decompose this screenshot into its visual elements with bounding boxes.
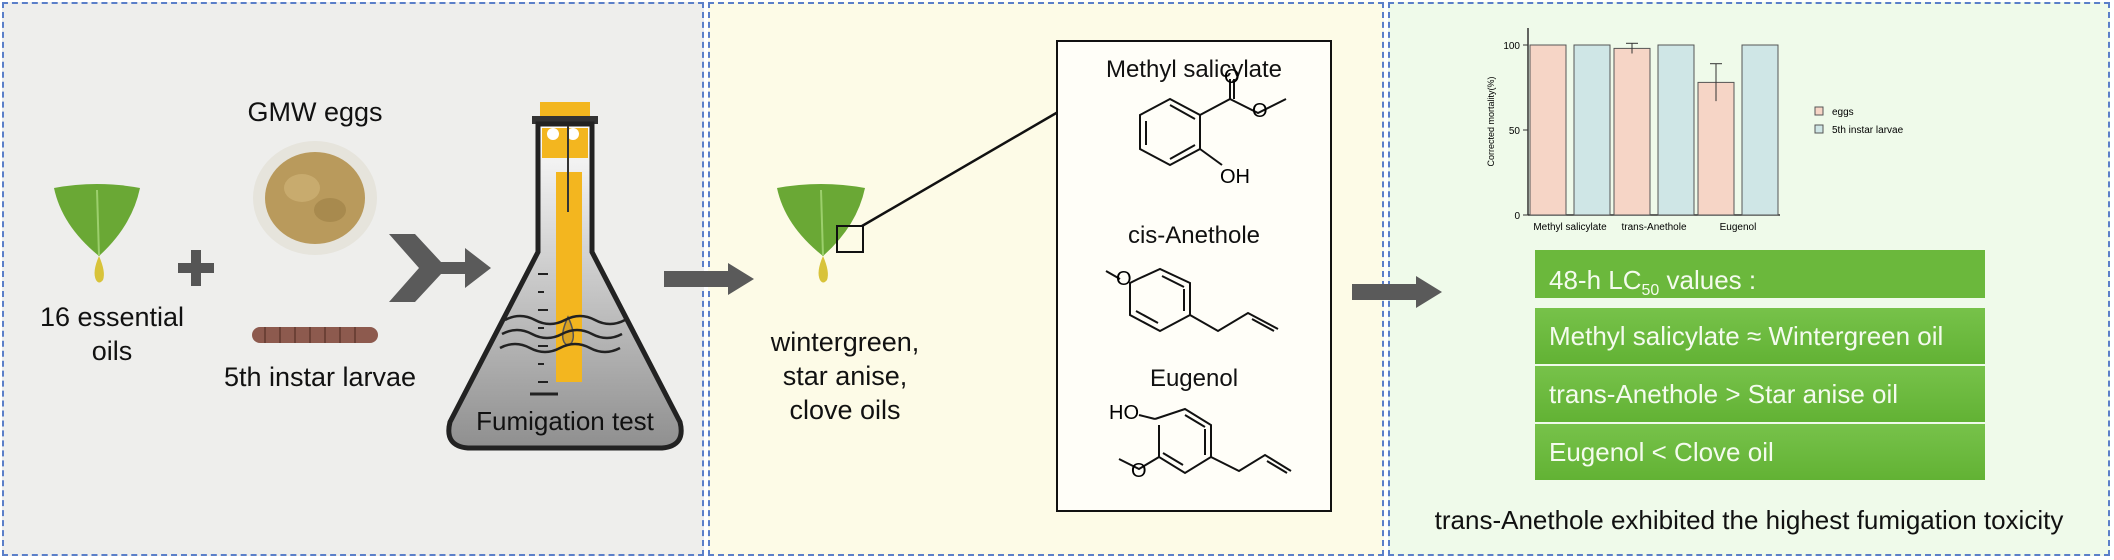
eggs-dish-image [253, 141, 377, 255]
legend-entry: 5th instar larvae [1832, 125, 1904, 136]
y-axis-label: Corrected mortality(%) [1486, 76, 1496, 166]
y-tick-label: 100 [1503, 41, 1520, 52]
y-tick-label: 50 [1509, 126, 1521, 137]
arrow-right-icon [664, 263, 754, 295]
plus-icon [178, 250, 214, 286]
bar [1613, 47, 1651, 216]
merge-arrow-icon [389, 234, 491, 302]
molecule-name: cis-Anethole [1127, 222, 1261, 249]
atom-label: OH [1220, 166, 1250, 188]
eggs-label: GMW eggs [247, 97, 383, 127]
cis-anethole-structure: O [1105, 267, 1279, 333]
atom-label: O [1224, 66, 1240, 88]
larvae-label: 5th instar larvae [223, 362, 417, 392]
conclusion-text: trans-Anethole exhibited the highest fum… [1434, 505, 2064, 535]
selected-oils-label: wintergreen,star anise,clove oils [770, 327, 920, 425]
legend-entry: eggs [1832, 107, 1854, 118]
atom-label: HO [1109, 402, 1139, 424]
eugenol-structure: HO O [1109, 402, 1292, 482]
arrow-right-icon-2 [1352, 276, 1442, 308]
bar [1573, 44, 1611, 216]
atom-label: O [1252, 100, 1268, 122]
bar [1697, 81, 1735, 216]
lc50-row: Methyl salicylate ≈ Wintergreen oil [1535, 308, 1985, 364]
bar [1741, 44, 1779, 216]
bar [1529, 44, 1567, 216]
zoom-line [861, 110, 1059, 228]
leaf-drop-icon-2 [777, 184, 865, 283]
legend-swatch [1814, 106, 1824, 116]
x-tick-label: Methyl salicylate [1533, 222, 1607, 233]
lc50-title: 48-h LC50 values : [1535, 250, 1985, 299]
x-tick-label: Eugenol [1720, 222, 1757, 233]
atom-label: O [1131, 460, 1147, 482]
atom-label: O [1116, 268, 1132, 290]
bar [1657, 44, 1695, 216]
methyl-salicylate-structure: O O OH [1139, 66, 1287, 188]
x-tick-label: trans-Anethole [1621, 222, 1686, 233]
lc50-row: trans-Anethole > Star anise oil [1535, 366, 1985, 422]
legend-swatch [1814, 124, 1824, 134]
leaf-drop-icon [54, 184, 140, 283]
lc50-row: Eugenol < Clove oil [1535, 424, 1985, 480]
y-tick-label: 0 [1514, 211, 1520, 222]
molecule-name: Eugenol [1149, 365, 1239, 392]
fumigation-flask [446, 102, 684, 451]
larva-image [252, 327, 378, 343]
molecule-name: Methyl salicylate [1105, 56, 1283, 83]
flask-label: Fumigation test [476, 406, 654, 436]
